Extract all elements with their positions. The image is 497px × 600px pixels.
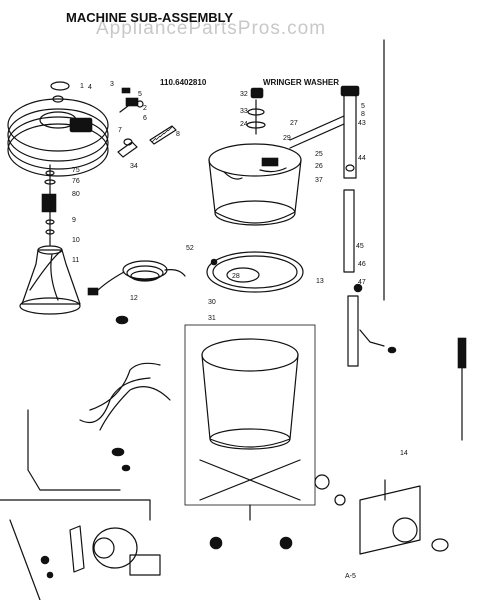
callout-label: 5	[138, 91, 142, 98]
coupling-parts	[117, 125, 177, 158]
callout-label: 7	[118, 127, 122, 134]
callout-label: 30	[208, 299, 216, 306]
callout-label: 14	[400, 450, 408, 457]
callout-label: 47	[358, 279, 366, 286]
leg-braces	[199, 459, 301, 521]
callout-label: 5	[361, 103, 365, 110]
callout-label: 27	[290, 120, 298, 127]
callout-label: 9	[72, 217, 76, 224]
callout-label: 12	[130, 295, 138, 302]
tub-ring	[206, 251, 304, 293]
callout-label: 31	[208, 315, 216, 322]
callout-label: 24	[240, 121, 248, 128]
wiring-harness	[27, 362, 171, 491]
pump-assembly	[314, 474, 449, 555]
callout-label: 1	[80, 83, 84, 90]
callout-label: 29	[283, 135, 291, 142]
page-title: MACHINE SUB-ASSEMBLY	[66, 10, 233, 25]
casters	[209, 536, 293, 550]
callout-label: 8	[361, 111, 365, 118]
page-reference: A-5	[345, 573, 356, 580]
wringer-post	[289, 85, 363, 367]
callout-label: 45	[356, 243, 364, 250]
gear-case	[7, 81, 109, 177]
power-cord	[87, 260, 186, 325]
callout-label: 76	[72, 178, 80, 185]
model-number: 110.6402810	[160, 78, 207, 87]
callout-label: 4	[88, 84, 92, 91]
callout-label: 46	[358, 261, 366, 268]
callout-label: 34	[130, 163, 138, 170]
callout-label: 13	[316, 278, 324, 285]
callout-label: 37	[315, 177, 323, 184]
callout-label: 11	[72, 257, 79, 264]
callout-label: 3	[110, 81, 114, 88]
callout-label: 26	[315, 163, 323, 170]
model-description: WRINGER WASHER	[263, 78, 339, 87]
callout-label: 33	[240, 108, 248, 115]
callout-label: 28	[232, 273, 240, 280]
callout-labels: 1 4 3 5 2 6 7 8 34 75 76 80 9 10 11 12 3…	[72, 81, 408, 457]
shaft-parts	[119, 87, 144, 113]
side-rod	[359, 329, 467, 441]
stack-parts	[41, 164, 57, 246]
callout-label: 80	[72, 191, 80, 198]
callout-label: 6	[143, 115, 147, 122]
motor-assembly	[0, 499, 161, 600]
callout-label: 25	[315, 151, 323, 158]
callout-label: 75	[72, 167, 80, 174]
tub-cap	[246, 87, 266, 135]
upper-tub	[208, 143, 302, 226]
callout-label: 32	[240, 91, 248, 98]
callout-label: 52	[186, 245, 194, 252]
callout-label: 10	[72, 237, 80, 244]
callout-label: 2	[143, 105, 147, 112]
agitator	[19, 245, 81, 315]
callout-label: 8	[176, 131, 180, 138]
outer-tub	[184, 324, 316, 506]
callout-label: 43	[358, 120, 366, 127]
callout-label: 44	[358, 155, 366, 162]
watermark-text: AppliancePartsPros.com	[96, 18, 326, 39]
